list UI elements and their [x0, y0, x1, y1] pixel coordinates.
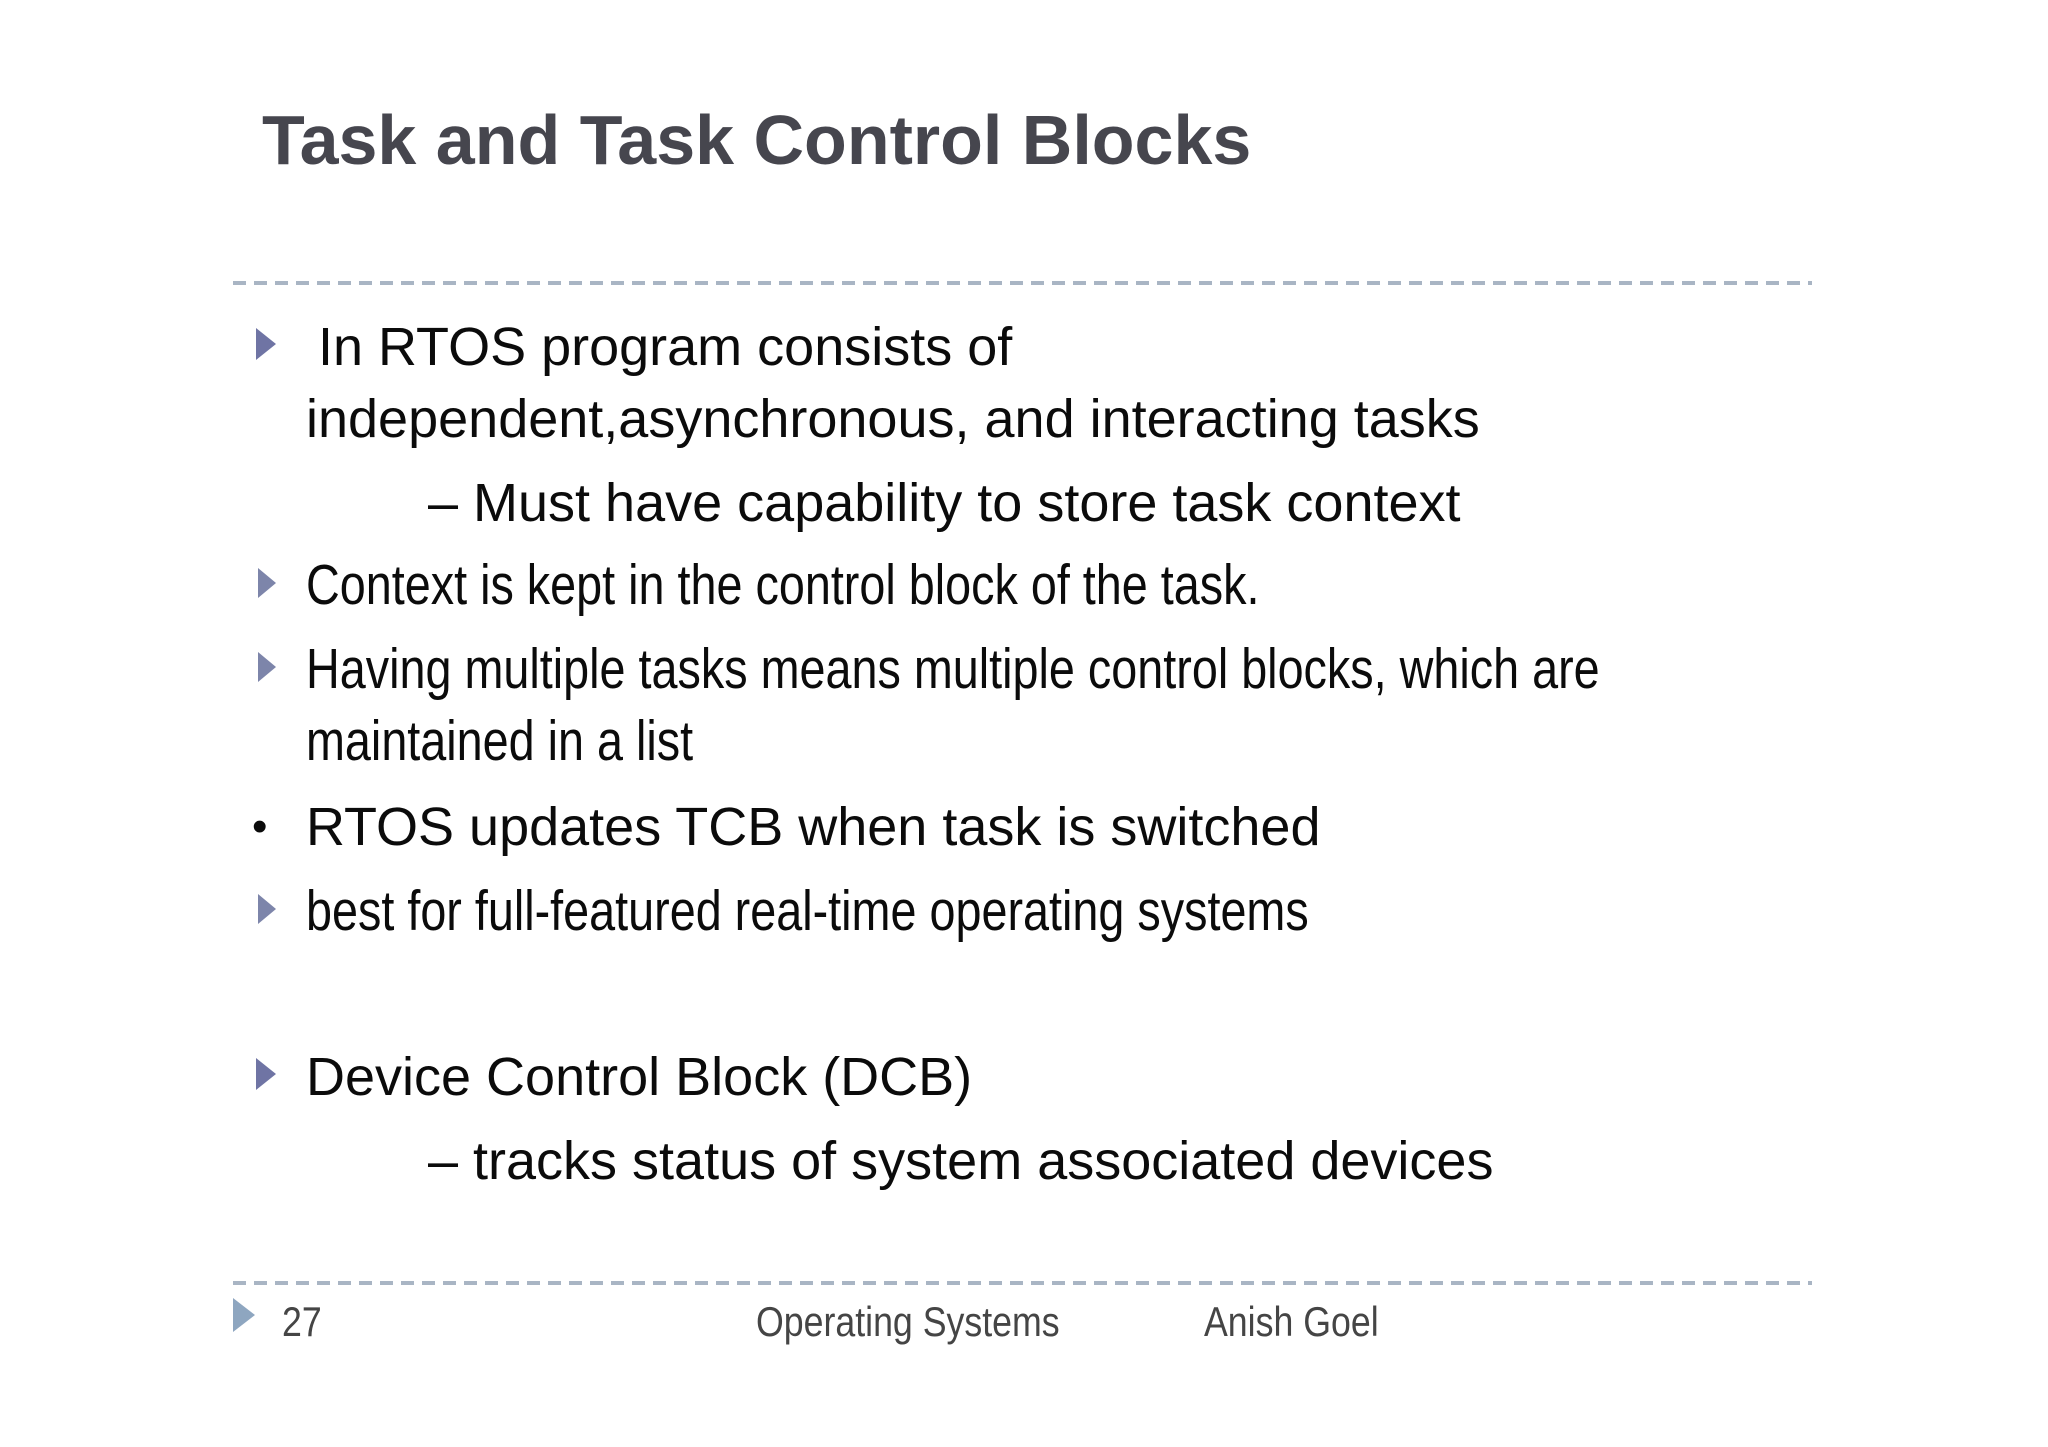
- bullet-device-control-block: Device Control Block (DCB): [306, 1047, 973, 1107]
- bullet-context-kept: Context is kept in the control block of …: [306, 552, 1469, 618]
- bullet-arrow-icon: [258, 652, 276, 682]
- slide-title: Task and Task Control Blocks: [262, 101, 1252, 179]
- top-dashed-divider: [233, 281, 1812, 285]
- bullet-arrow-icon: [258, 894, 276, 924]
- bullet-rtos-program-line1: In RTOS program consists of: [318, 317, 1013, 377]
- bullet-multiple-tasks-line2: maintained in a list: [306, 709, 694, 773]
- bullet-best-for: best for full-featured real-time operati…: [306, 879, 1309, 943]
- bullet-rtos-program-line2: independent,asynchronous, and interactin…: [306, 389, 1480, 449]
- bullet-arrow-icon: [256, 1058, 276, 1090]
- footer-author-name: Anish Goel: [1204, 1298, 1379, 1345]
- subbullet-store-task-context: – Must have capability to store task con…: [428, 473, 1461, 533]
- subbullet-tracks-status: – tracks status of system associated dev…: [428, 1131, 1494, 1191]
- footer-arrow-icon: [233, 1298, 255, 1332]
- footer-dashed-divider: [233, 1281, 1812, 1285]
- bullet-multiple-tasks-line1: Having multiple tasks means multiple con…: [306, 637, 1600, 701]
- bullet-arrow-icon: [256, 328, 276, 360]
- footer-page-number: 27: [282, 1298, 322, 1345]
- dot-bullet-icon: •: [252, 802, 268, 851]
- bullet-arrow-icon: [258, 568, 276, 598]
- footer-course-name: Operating Systems: [756, 1298, 1060, 1345]
- bullet-rtos-updates-tcb: RTOS updates TCB when task is switched: [306, 797, 1321, 857]
- bullet-context-kept-text: Context is kept in the control block of …: [306, 553, 1260, 617]
